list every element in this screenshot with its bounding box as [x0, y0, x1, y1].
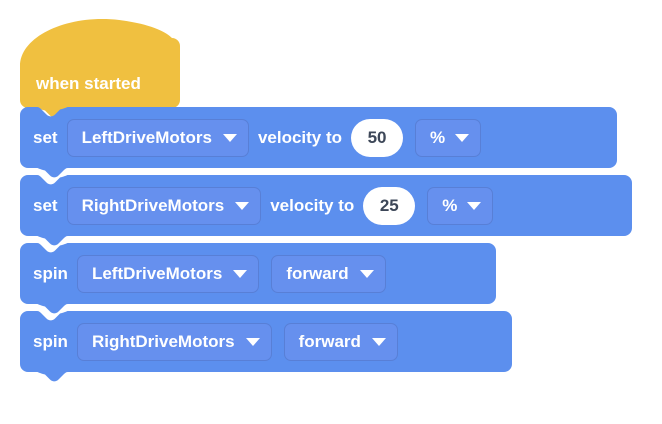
- set-velocity-block[interactable]: set RightDriveMotors velocity to 25%: [20, 175, 632, 246]
- spin-block[interactable]: spin LeftDriveMotors forward: [20, 243, 496, 314]
- motor-group-dropdown-label: RightDriveMotors: [81, 195, 225, 215]
- chevron-down-icon: [467, 201, 482, 210]
- chevron-down-icon: [222, 133, 237, 142]
- block-content: set LeftDriveMotors velocity to 50%: [20, 107, 617, 168]
- motor-group-dropdown[interactable]: RightDriveMotors: [76, 322, 272, 361]
- when-started-hat-block[interactable]: when started: [20, 18, 180, 118]
- chevron-down-icon: [455, 133, 470, 142]
- velocity-value-input[interactable]: 25: [363, 186, 416, 225]
- hat-block-label: when started: [36, 74, 141, 93]
- spin-block[interactable]: spin RightDriveMotors forward: [20, 311, 512, 382]
- block-content: set RightDriveMotors velocity to 25%: [20, 175, 632, 236]
- chevron-down-icon: [245, 337, 260, 346]
- chevron-down-icon: [235, 201, 250, 210]
- block-keyword-label: set: [33, 195, 58, 215]
- chevron-down-icon: [359, 269, 374, 278]
- motor-group-dropdown[interactable]: LeftDriveMotors: [76, 254, 260, 293]
- block-content: spin RightDriveMotors forward: [20, 311, 512, 372]
- block-keyword-label: set: [33, 127, 58, 147]
- motor-group-dropdown[interactable]: RightDriveMotors: [66, 186, 262, 225]
- block-content: spin LeftDriveMotors forward: [20, 243, 496, 304]
- block-keyword-label: spin: [33, 331, 68, 351]
- chevron-down-icon: [233, 269, 248, 278]
- velocity-to-label: velocity to: [257, 127, 343, 147]
- spin-direction-dropdown[interactable]: forward: [283, 322, 398, 361]
- velocity-to-label: velocity to: [270, 195, 355, 215]
- velocity-unit-dropdown-label: %: [442, 195, 458, 215]
- motor-group-dropdown[interactable]: LeftDriveMotors: [66, 118, 249, 157]
- motor-group-dropdown-label: LeftDriveMotors: [81, 127, 212, 147]
- motor-group-dropdown-label: RightDriveMotors: [91, 331, 235, 351]
- spin-direction-dropdown[interactable]: forward: [271, 254, 386, 293]
- set-velocity-block[interactable]: set LeftDriveMotors velocity to 50%: [20, 107, 617, 178]
- motor-group-dropdown-label: LeftDriveMotors: [91, 263, 223, 283]
- velocity-value-input[interactable]: 50: [351, 118, 404, 157]
- velocity-unit-dropdown[interactable]: %: [415, 118, 482, 157]
- velocity-unit-dropdown-label: %: [430, 127, 446, 147]
- velocity-unit-dropdown[interactable]: %: [427, 186, 494, 225]
- spin-direction-dropdown-label: forward: [298, 331, 361, 351]
- spin-direction-dropdown-label: forward: [286, 263, 349, 283]
- chevron-down-icon: [371, 337, 386, 346]
- block-keyword-label: spin: [33, 263, 68, 283]
